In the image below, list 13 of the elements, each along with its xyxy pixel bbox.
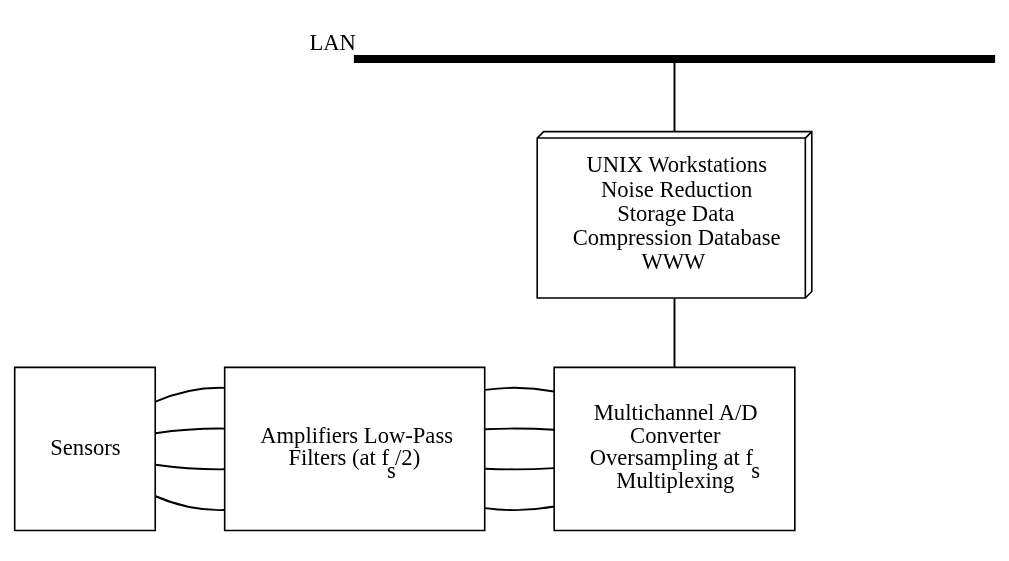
node-label: LAN bbox=[309, 29, 356, 55]
connector bbox=[484, 466, 555, 470]
connector bbox=[154, 427, 225, 434]
connector bbox=[484, 504, 555, 511]
connector bbox=[484, 427, 555, 431]
connector bbox=[154, 386, 225, 403]
connector bbox=[154, 494, 225, 511]
connector bbox=[673, 297, 676, 368]
connector bbox=[673, 60, 676, 132]
node-box: Sensors bbox=[13, 366, 157, 531]
node-bar bbox=[353, 54, 996, 63]
connector bbox=[484, 386, 555, 392]
connector bbox=[154, 463, 225, 470]
